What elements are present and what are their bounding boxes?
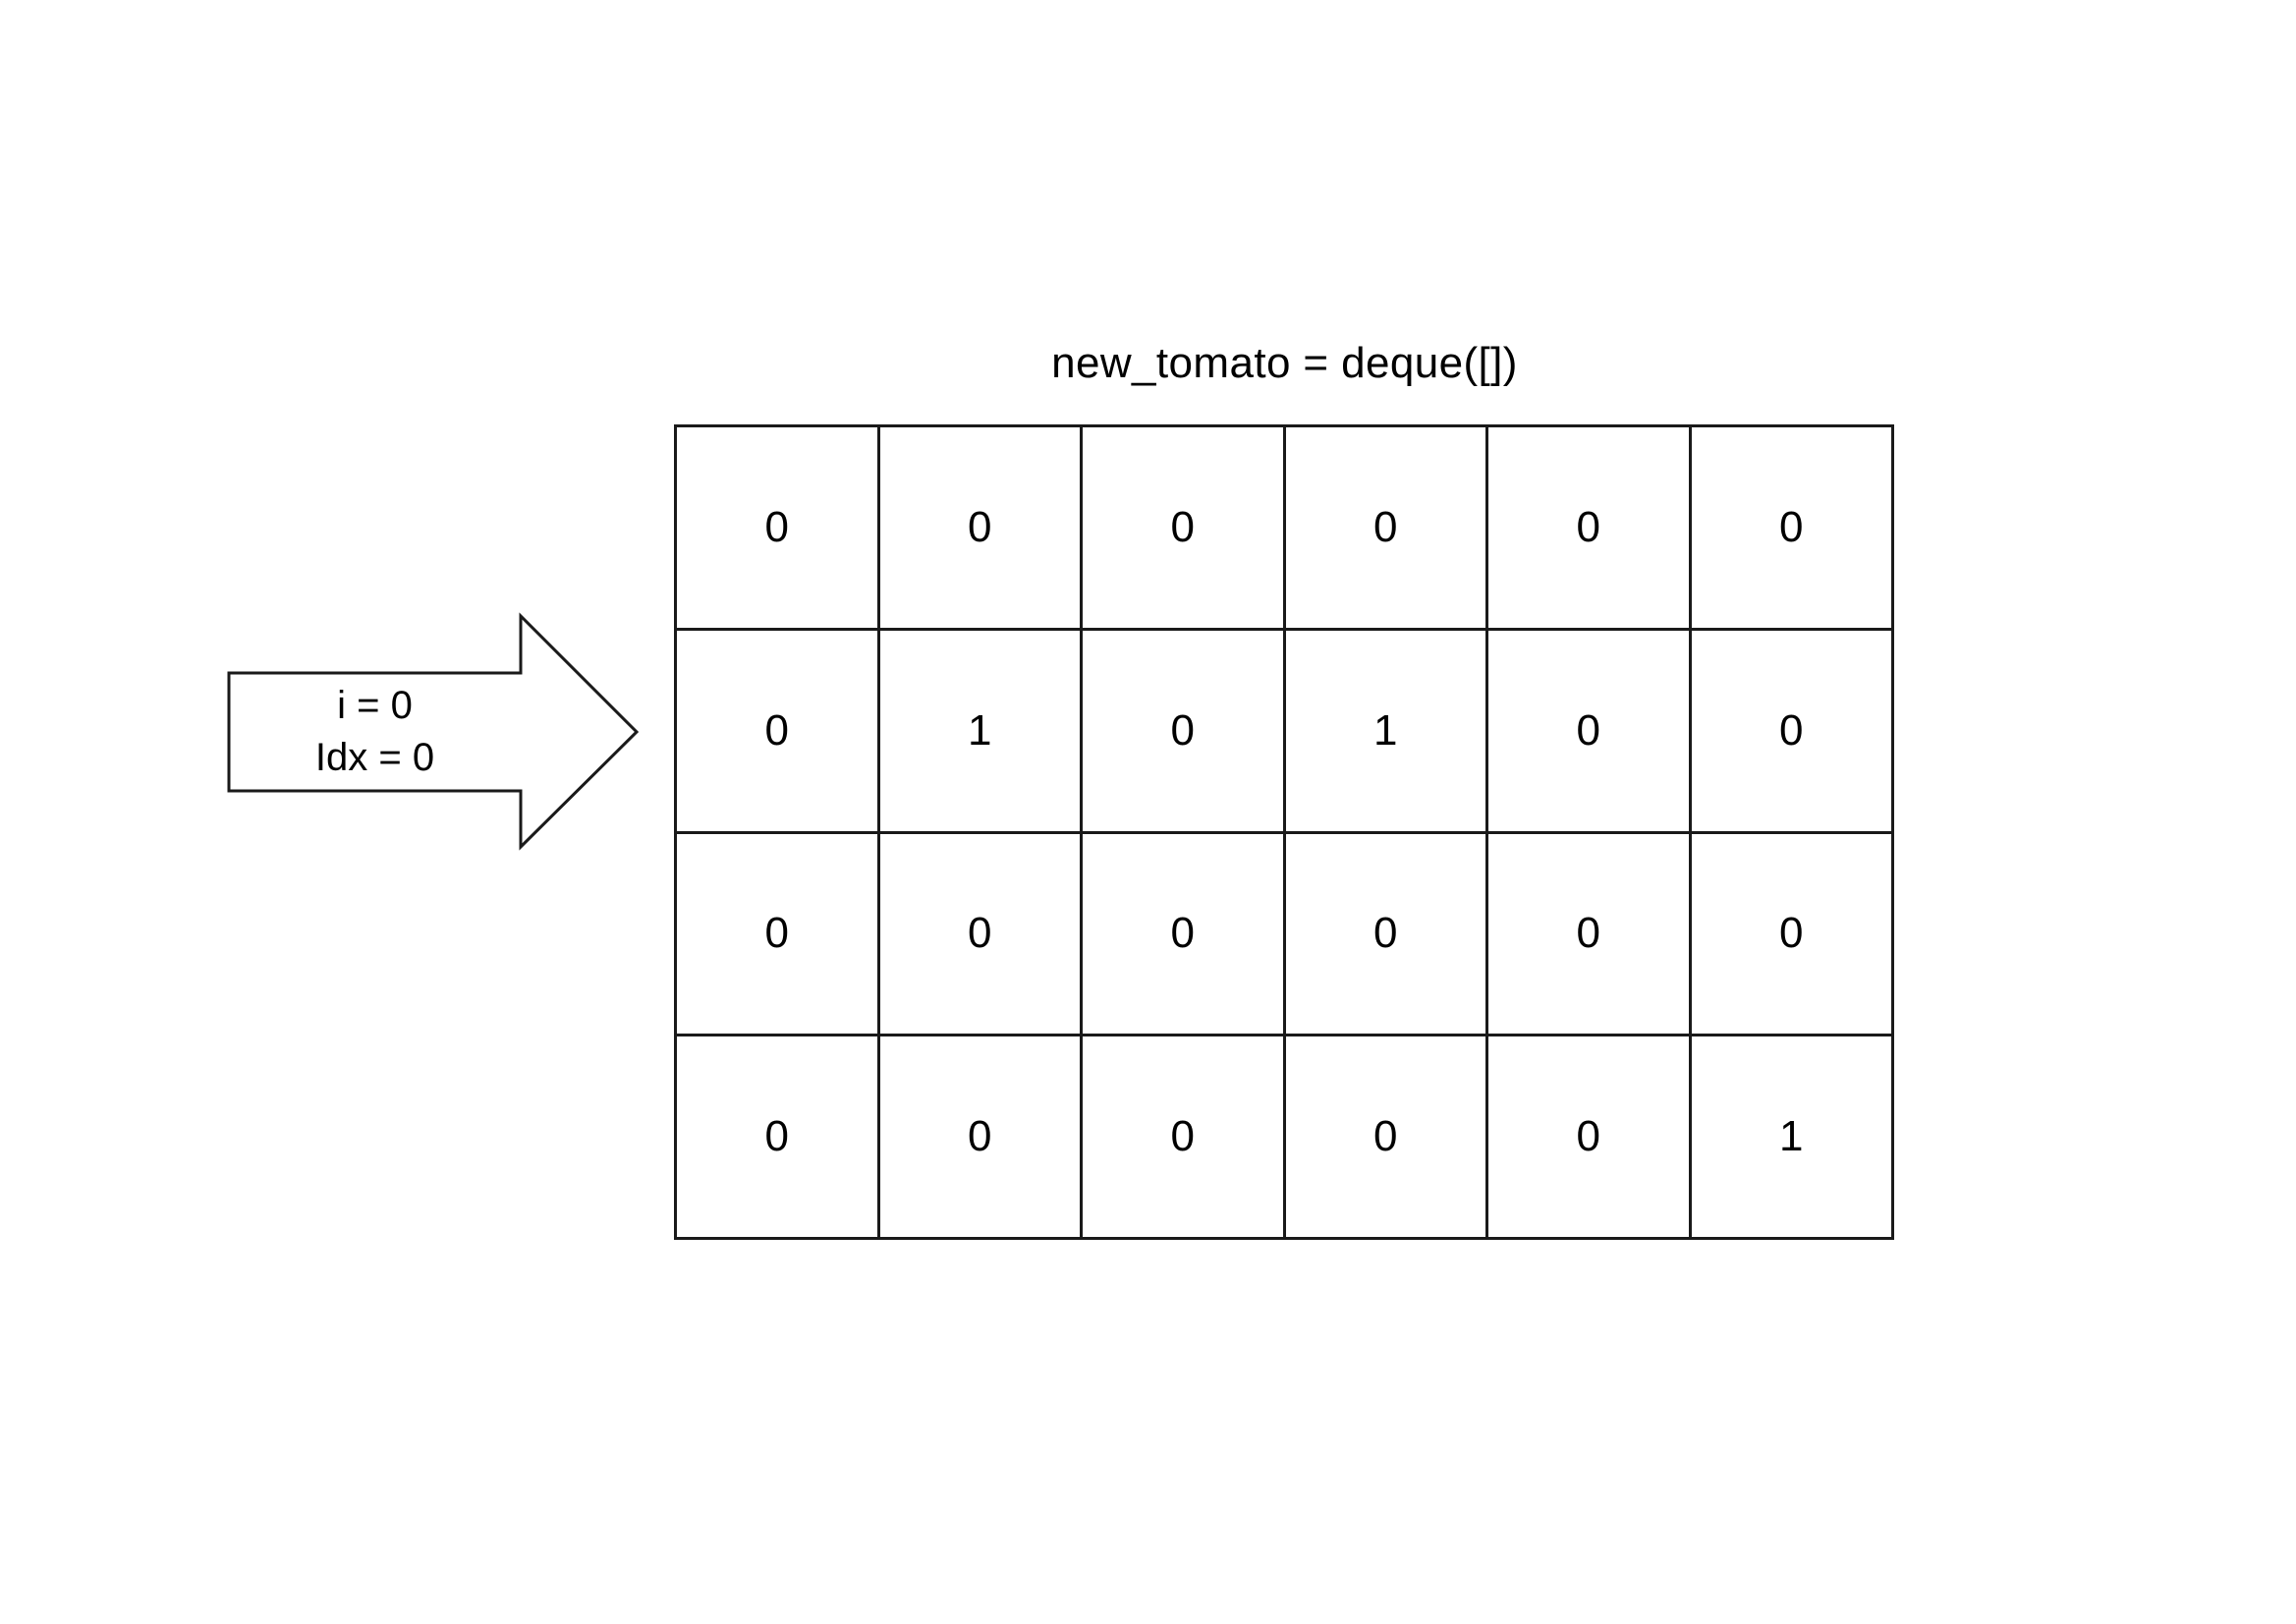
grid-cell: 0 xyxy=(1691,630,1894,834)
grid-cell: 0 xyxy=(1083,427,1286,631)
grid-cell: 0 xyxy=(1285,427,1488,631)
grid-cell: 1 xyxy=(879,630,1083,834)
grid-cell: 0 xyxy=(1083,833,1286,1037)
page-title: new_tomato = deque([]) xyxy=(1051,339,1518,387)
grid-cell: 0 xyxy=(1691,427,1894,631)
right-arrow-icon xyxy=(227,612,640,851)
grid-cell: 1 xyxy=(1285,630,1488,834)
grid-cell: 0 xyxy=(1488,630,1692,834)
grid-cell: 0 xyxy=(1488,833,1692,1037)
grid-cell: 0 xyxy=(1083,1036,1286,1240)
grid-cell: 0 xyxy=(1488,427,1692,631)
grid-cell: 0 xyxy=(677,630,880,834)
grid-cell: 0 xyxy=(1488,1036,1692,1240)
grid-cell: 0 xyxy=(677,427,880,631)
grid-cell: 0 xyxy=(879,427,1083,631)
tomato-grid: 0 0 0 0 0 0 0 1 0 1 0 0 0 0 0 0 0 0 0 0 … xyxy=(674,424,1894,1240)
grid-cell: 0 xyxy=(879,1036,1083,1240)
grid-cell: 0 xyxy=(1083,630,1286,834)
grid-cell: 0 xyxy=(677,833,880,1037)
grid-cell: 0 xyxy=(1285,1036,1488,1240)
grid-cell: 0 xyxy=(1285,833,1488,1037)
grid-cell: 0 xyxy=(879,833,1083,1037)
grid-cell: 0 xyxy=(677,1036,880,1240)
grid-cell: 1 xyxy=(1691,1036,1894,1240)
grid-cell: 0 xyxy=(1691,833,1894,1037)
pointer-arrow xyxy=(221,607,645,857)
